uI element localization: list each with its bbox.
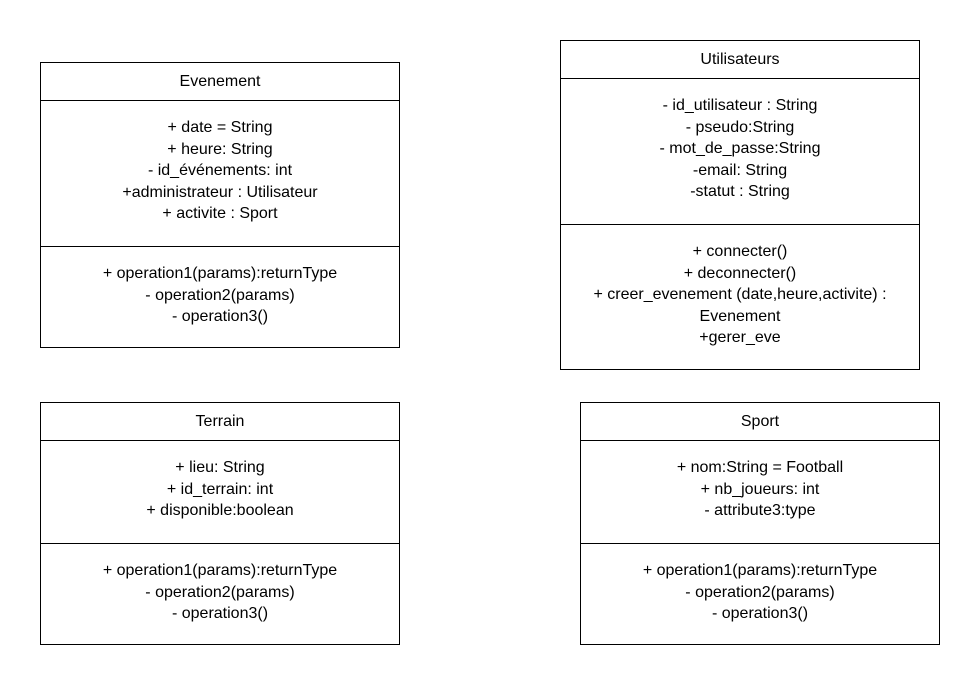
class-name: Terrain xyxy=(195,412,245,430)
attribute: + date = String xyxy=(167,119,273,136)
operation: + operation1(params):returnType xyxy=(642,562,878,579)
class-name: Evenement xyxy=(179,72,261,90)
attribute: - id_événements: int xyxy=(147,162,293,180)
attributes-section: - id_utilisateur : String - pseudo:Strin… xyxy=(561,78,919,224)
class-name-section: Evenement xyxy=(41,63,399,100)
attribute: + nom:String = Football xyxy=(676,459,844,476)
attribute: - pseudo:String xyxy=(685,118,795,136)
class-box-terrain[interactable]: Terrain + lieu: String + id_terrain: int… xyxy=(40,402,400,645)
attribute: - id_utilisateur : String xyxy=(662,97,818,114)
attribute: + lieu: String xyxy=(175,459,265,476)
attribute: + activite : Sport xyxy=(162,205,278,223)
class-box-evenement[interactable]: Evenement + date = String + heure: Strin… xyxy=(40,62,400,348)
operations-section: + operation1(params):returnType - operat… xyxy=(41,246,399,347)
operations-section: + connecter() + deconnecter() + creer_ev… xyxy=(561,224,919,369)
attributes-section: + nom:String = Football + nb_joueurs: in… xyxy=(581,440,939,543)
attribute: -email: String xyxy=(692,161,788,179)
class-name-section: Terrain xyxy=(41,403,399,440)
operation: - operation3() xyxy=(171,308,269,326)
class-box-utilisateurs[interactable]: Utilisateurs - id_utilisateur : String -… xyxy=(560,40,920,370)
operation: - operation2(params) xyxy=(685,583,835,601)
operation: - operation2(params) xyxy=(145,286,295,304)
attribute: + id_terrain: int xyxy=(166,480,274,498)
operation: + operation1(params):returnType xyxy=(102,265,338,282)
class-box-sport[interactable]: Sport + nom:String = Football + nb_joueu… xyxy=(580,402,940,645)
class-name-section: Sport xyxy=(581,403,939,440)
attributes-section: + lieu: String + id_terrain: int + dispo… xyxy=(41,440,399,543)
operation: - operation3() xyxy=(171,605,269,623)
attribute: -statut : String xyxy=(690,183,790,201)
class-name: Sport xyxy=(740,412,780,430)
attribute: +administrateur : Utilisateur xyxy=(122,183,318,201)
class-name: Utilisateurs xyxy=(700,50,780,68)
attribute: + disponible:boolean xyxy=(146,502,294,520)
attribute: - attribute3:type xyxy=(704,502,816,520)
operation: - operation2(params) xyxy=(145,583,295,601)
operation: +gerer_eve xyxy=(699,329,781,347)
operations-section: + operation1(params):returnType - operat… xyxy=(41,543,399,644)
operation: + deconnecter() xyxy=(683,264,797,282)
operations-section: + operation1(params):returnType - operat… xyxy=(581,543,939,644)
operation: + connecter() xyxy=(692,243,788,260)
class-name-section: Utilisateurs xyxy=(561,41,919,78)
operation: + creer_evenement (date,heure,activite) … xyxy=(593,286,887,304)
operation: - operation3() xyxy=(711,605,809,623)
attributes-section: + date = String + heure: String - id_évé… xyxy=(41,100,399,246)
attribute: - mot_de_passe:String xyxy=(659,140,821,158)
operation: + operation1(params):returnType xyxy=(102,562,338,579)
attribute: + heure: String xyxy=(167,140,273,158)
operation: Evenement xyxy=(699,307,781,325)
attribute: + nb_joueurs: int xyxy=(700,480,820,498)
